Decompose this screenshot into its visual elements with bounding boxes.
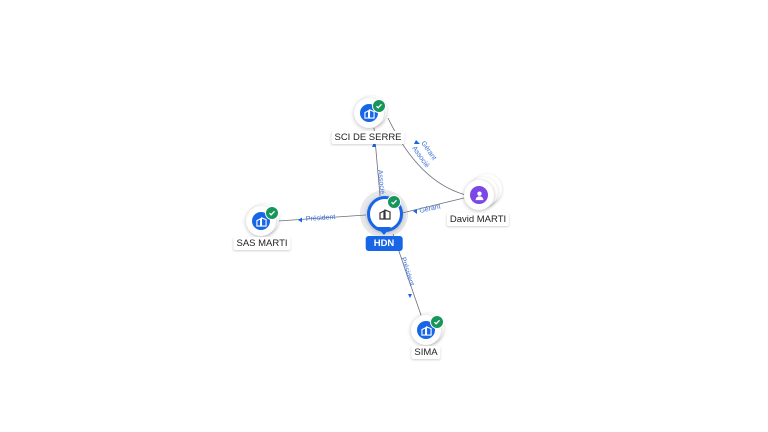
verified-check-icon [387, 195, 401, 209]
node-label-david-marti: David MARTI [446, 213, 510, 226]
verified-check-icon [265, 206, 279, 220]
node-hdn[interactable]: HDN [360, 190, 408, 252]
edge-label-president-2: Président [399, 256, 415, 286]
node-label-sima: SIMA [411, 346, 441, 359]
verified-check-icon [372, 99, 386, 113]
edge-david-marti-sci-de-serre[interactable]: Gérant Associé [387, 117, 471, 197]
node-david-marti[interactable]: David MARTI [446, 174, 510, 226]
node-sci-de-serre[interactable]: SCI DE SERRE [331, 96, 405, 144]
node-label-hdn: HDN [365, 236, 403, 251]
node-sima[interactable]: SIMA [409, 313, 449, 359]
edge-label-gerant-2: Gérant [419, 203, 441, 215]
edge-label-associe: Associé [376, 169, 386, 194]
pin-tail [377, 227, 391, 235]
node-sas-marti[interactable]: SAS MARTI [233, 204, 291, 250]
edge-hdn-sas-marti[interactable]: Président [277, 214, 367, 223]
person-icon [470, 186, 488, 204]
building-icon [379, 209, 391, 220]
verified-check-icon [430, 315, 444, 329]
edge-label-president: Président [306, 214, 336, 223]
edge-david-marti-hdn[interactable]: Gérant [397, 197, 465, 215]
node-label-sci-de-serre: SCI DE SERRE [331, 131, 405, 144]
node-label-sas-marti: SAS MARTI [233, 237, 291, 250]
